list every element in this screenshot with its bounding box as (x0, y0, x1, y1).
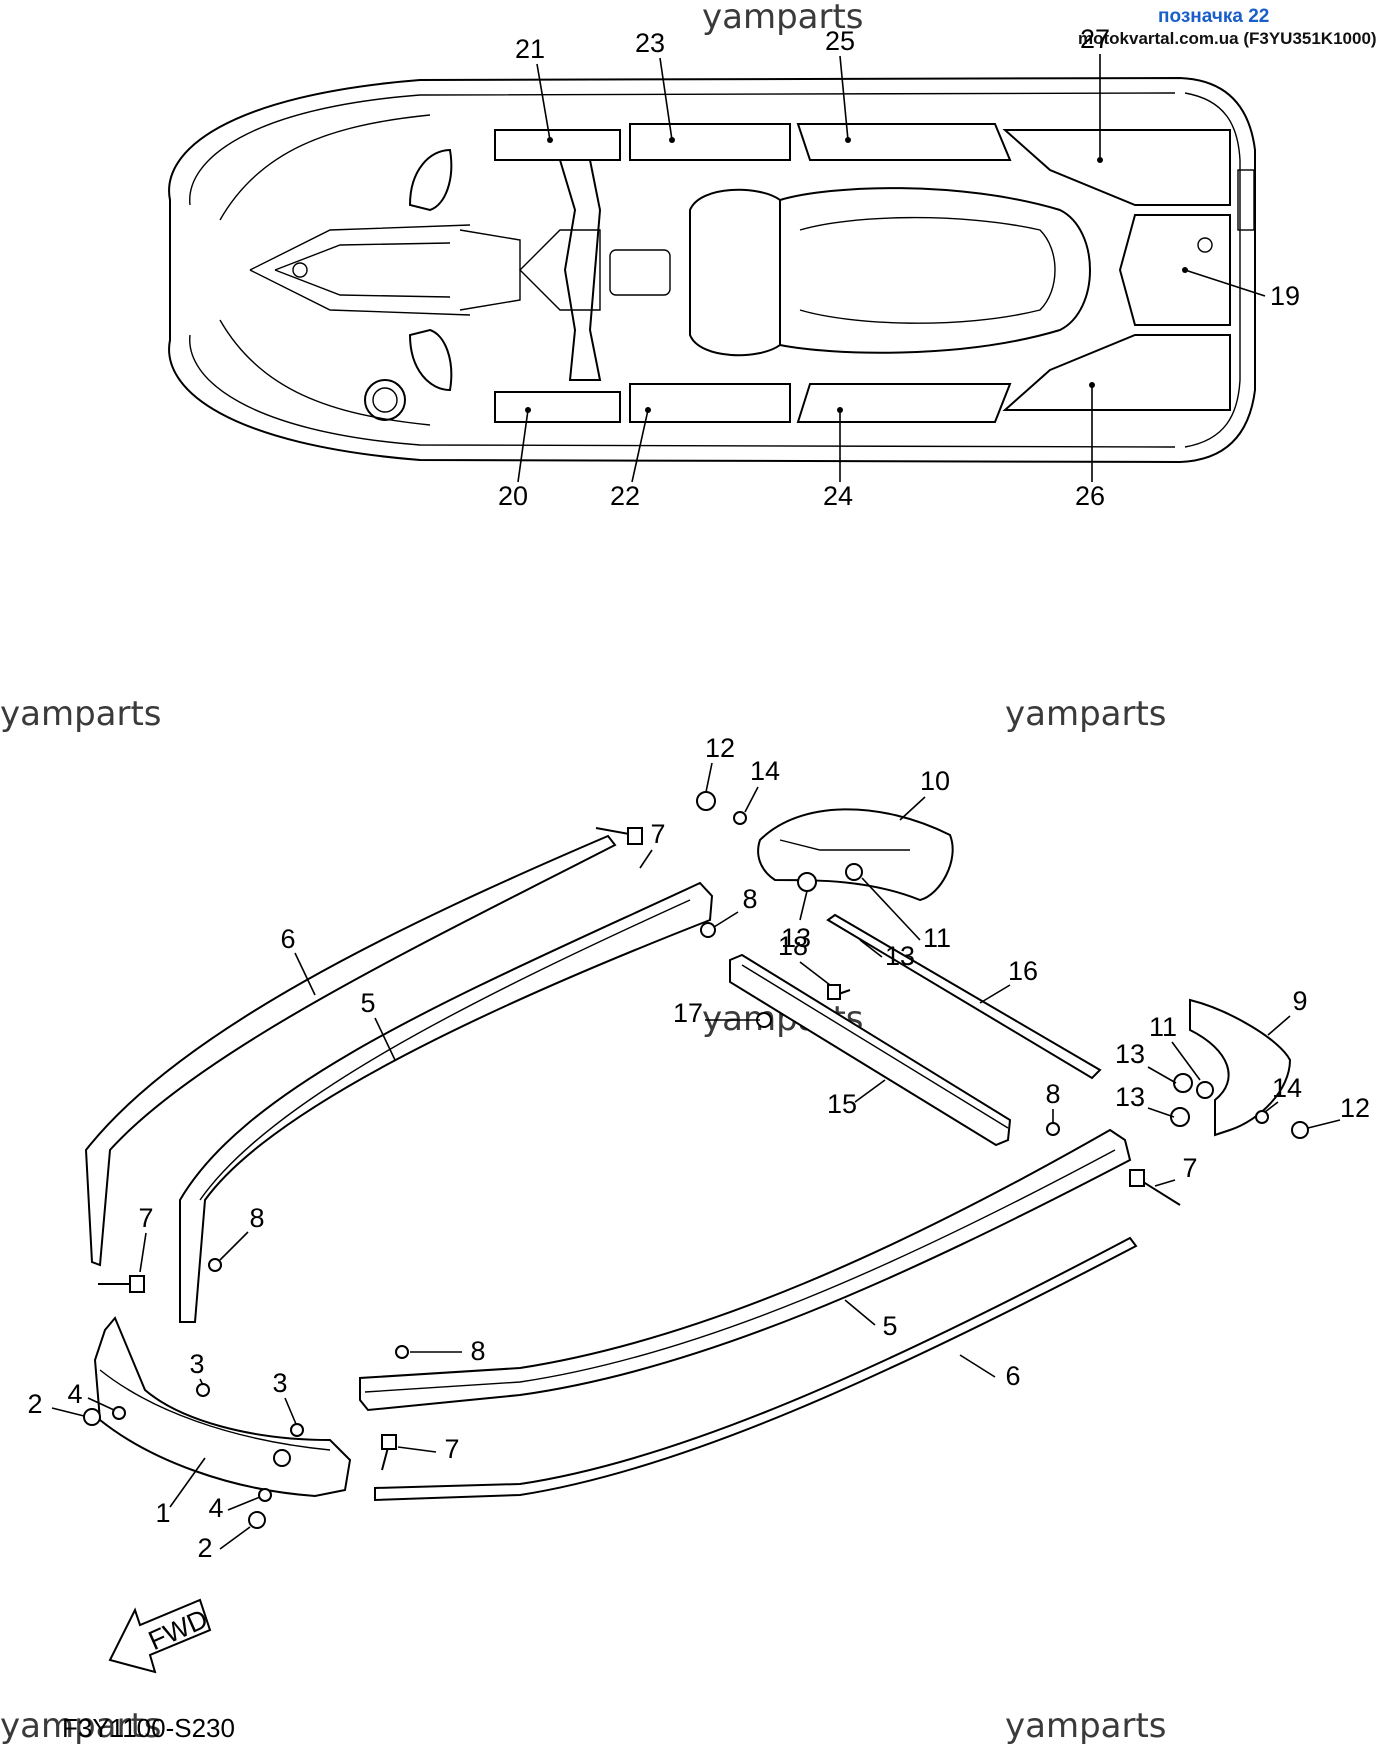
callout-18: 18 (778, 931, 808, 961)
callout-10: 10 (920, 766, 950, 796)
watermark-mid-left: yamparts (0, 694, 162, 734)
callout-7b: 7 (1182, 1153, 1197, 1183)
exploded-view: FWD (83, 791, 1309, 1674)
callout-14b: 14 (1272, 1073, 1302, 1103)
callout-15: 15 (827, 1089, 857, 1119)
callout-4a: 4 (67, 1379, 82, 1409)
callout-8b: 8 (1045, 1079, 1060, 1109)
callout-6a: 6 (280, 924, 295, 954)
callout-17: 17 (673, 998, 703, 1028)
callout-11a: 11 (923, 923, 951, 953)
callout-21: 21 (515, 34, 545, 64)
callout-4b: 4 (208, 1493, 223, 1523)
callout-12a: 12 (705, 733, 735, 763)
callout-22: 22 (610, 481, 640, 511)
callout-3a: 3 (189, 1349, 204, 1379)
callout-25: 25 (825, 26, 855, 56)
callout-2a: 2 (27, 1389, 42, 1419)
callout-11b: 11 (1149, 1012, 1177, 1042)
callout-8c: 8 (249, 1203, 264, 1233)
callout-5b: 5 (882, 1311, 897, 1341)
callout-6b: 6 (1005, 1361, 1020, 1391)
callout-1: 1 (155, 1498, 170, 1528)
callout-27: 27 (1080, 24, 1110, 54)
callout-16: 16 (1008, 956, 1038, 986)
callout-3b: 3 (272, 1368, 287, 1398)
fwd-arrow-icon: FWD (108, 1598, 212, 1674)
watercraft-top-view (168, 76, 1256, 464)
header-source: motokvartal.com.ua (F3YU351K1000) (1078, 29, 1377, 48)
callout-8d: 8 (470, 1336, 485, 1366)
callout-26: 26 (1075, 481, 1105, 511)
callout-19: 19 (1270, 281, 1300, 311)
callout-12b: 12 (1340, 1093, 1370, 1123)
callout-20: 20 (498, 481, 528, 511)
exploded-callouts: 12 14 10 7 8 13 11 13 6 18 16 5 17 9 11 … (27, 733, 1370, 1563)
callout-7c: 7 (138, 1203, 153, 1233)
callout-24: 24 (823, 481, 853, 511)
top-view-callouts: 21 23 25 27 19 20 22 24 26 (498, 24, 1300, 511)
watermark-bottom-right: yamparts (1005, 1706, 1167, 1746)
callout-13b: 13 (885, 941, 915, 971)
watermark-top: yamparts (702, 0, 864, 37)
callout-5a: 5 (360, 988, 375, 1018)
callout-14a: 14 (750, 756, 780, 786)
callout-8a: 8 (742, 884, 757, 914)
watermark-mid-right: yamparts (1005, 694, 1167, 734)
callout-13d: 13 (1115, 1082, 1145, 1112)
header-link[interactable]: позначка 22 (1158, 6, 1269, 27)
callout-7d: 7 (444, 1434, 459, 1464)
watermark-bottom-left: yamparts (0, 1706, 162, 1746)
diagram-code: F3Y1100-S230 (62, 1713, 235, 1743)
callout-23: 23 (635, 28, 665, 58)
callout-7a: 7 (650, 819, 665, 849)
callout-2b: 2 (197, 1533, 212, 1563)
callout-9: 9 (1292, 986, 1307, 1016)
callout-13c: 13 (1115, 1039, 1145, 1069)
callout-13a: 13 (781, 923, 811, 953)
